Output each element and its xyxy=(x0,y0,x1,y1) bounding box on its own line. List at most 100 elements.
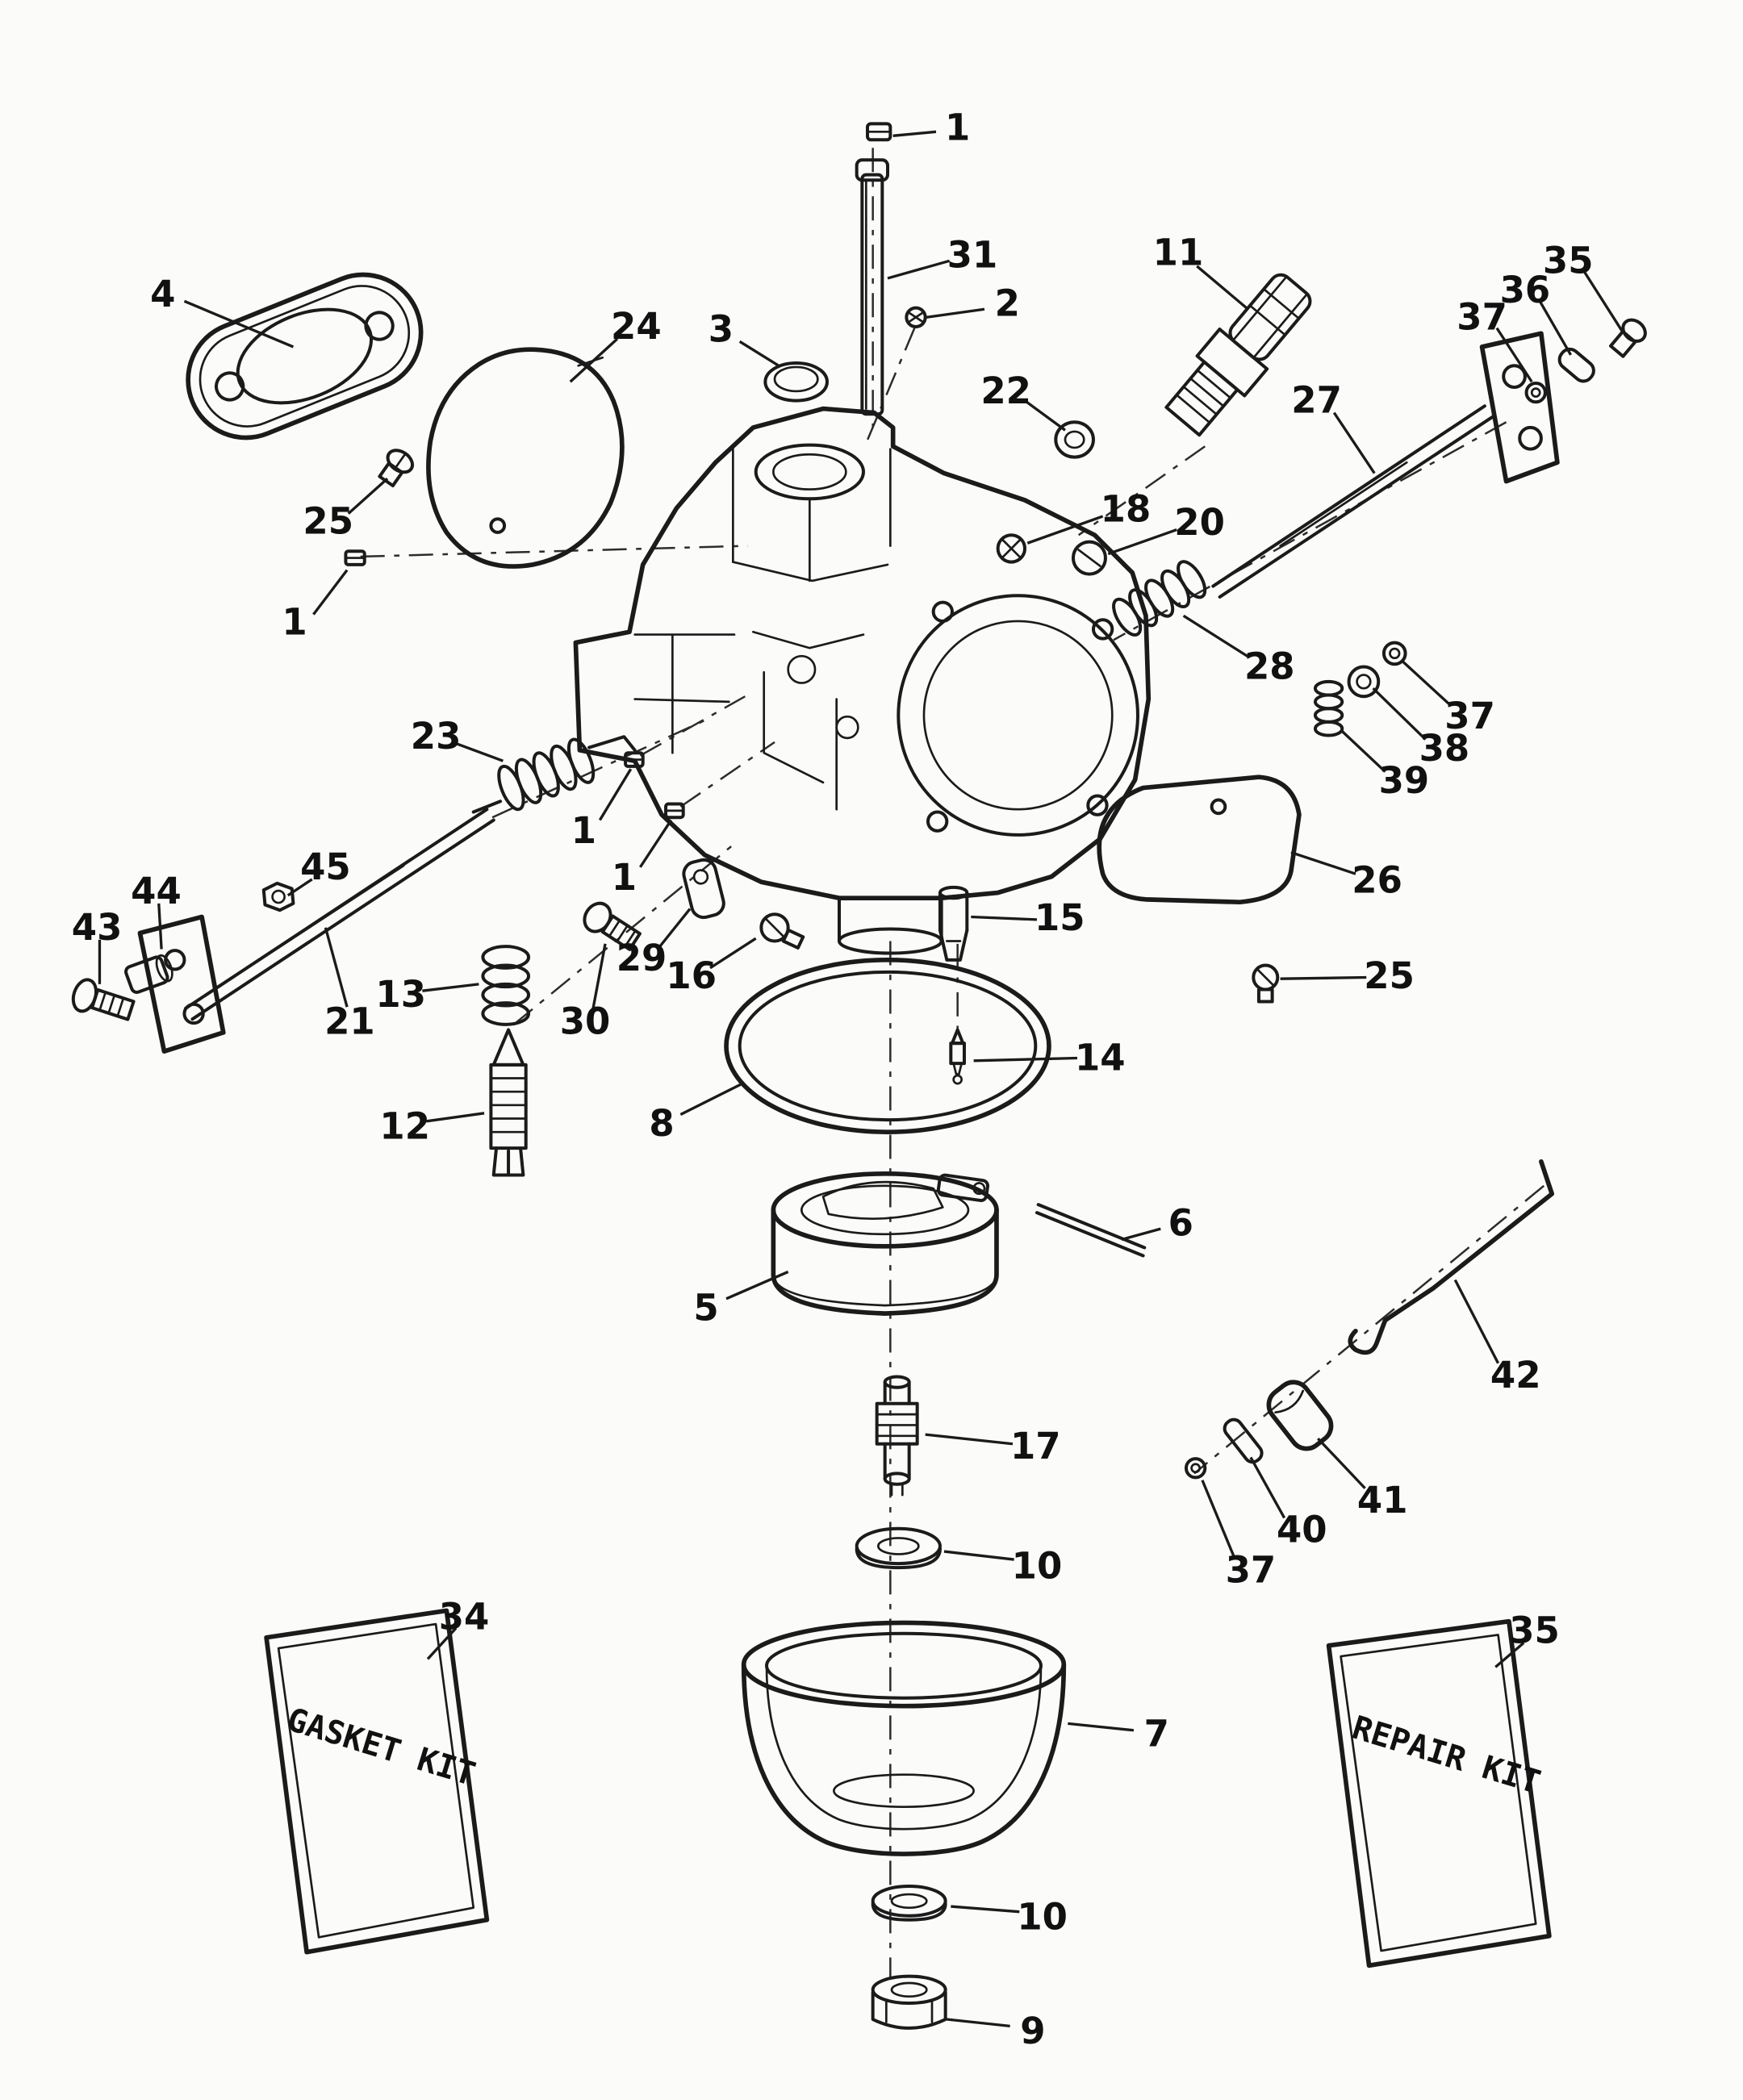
callout-leader-line xyxy=(725,1270,789,1300)
part-number-37: 37 xyxy=(1226,1548,1277,1591)
callout-leader-line xyxy=(1023,399,1066,432)
callout-leader-line xyxy=(426,1112,485,1123)
part-number-29: 29 xyxy=(617,937,667,979)
callout-leader-line xyxy=(1453,1279,1500,1364)
callout-leader-line xyxy=(1249,1456,1286,1519)
part-number-26: 26 xyxy=(1352,859,1402,902)
part-number-23: 23 xyxy=(411,715,462,758)
callout-leader-line xyxy=(1582,270,1624,332)
part-number-14: 14 xyxy=(1075,1036,1126,1079)
callout-leader-line xyxy=(598,768,633,821)
part-17-needle-seat xyxy=(875,1375,919,1497)
callout-leader-line xyxy=(1495,327,1533,383)
callout-leader-line xyxy=(638,819,673,868)
callout-leader-line xyxy=(951,1905,1020,1914)
callout-leader-line xyxy=(1201,1480,1236,1559)
callout-leader-line xyxy=(1290,850,1356,875)
callout-leader-line xyxy=(286,878,313,897)
part-number-35: 35 xyxy=(1509,1609,1560,1651)
part-39-spring xyxy=(1313,679,1344,737)
part-40-pin xyxy=(1223,1417,1264,1464)
part-number-42: 42 xyxy=(1490,1354,1541,1397)
part-number-10: 10 xyxy=(1012,1544,1063,1587)
part-1-nut-b xyxy=(664,802,685,820)
part-number-22: 22 xyxy=(980,369,1031,412)
part-10-washer-upper xyxy=(855,1526,942,1570)
gasket-kit-box: GASKET KIT xyxy=(264,1608,490,1955)
part-number-41: 41 xyxy=(1357,1479,1408,1522)
part-1-top-nut xyxy=(866,122,892,142)
part-number-13: 13 xyxy=(375,973,426,1016)
callout-leader-line xyxy=(1317,1437,1366,1489)
part-14-inlet-needle xyxy=(949,1028,966,1085)
part-number-2: 2 xyxy=(995,282,1020,325)
part-26-side-plate xyxy=(1097,774,1302,905)
callout-leader-line xyxy=(183,299,295,349)
part-number-12: 12 xyxy=(379,1104,430,1147)
callout-leader-line xyxy=(738,340,780,367)
part-number-37: 37 xyxy=(1457,295,1507,338)
part-20-screw xyxy=(1071,540,1107,576)
callout-leader-line xyxy=(426,1626,458,1660)
part-number-25: 25 xyxy=(303,500,353,543)
part-1-nut-a xyxy=(624,751,645,768)
part-38-washer xyxy=(1347,665,1381,699)
part-number-17: 17 xyxy=(1010,1425,1061,1467)
part-number-11: 11 xyxy=(1153,231,1204,273)
callout-leader-line xyxy=(569,337,619,383)
callout-leader-line xyxy=(1196,265,1249,311)
part-11-fuel-fitting xyxy=(1164,273,1312,437)
part-number-43: 43 xyxy=(72,906,123,949)
callout-leader-line xyxy=(1494,1642,1525,1668)
part-number-25: 25 xyxy=(1364,954,1415,997)
callout-leader-line xyxy=(709,937,757,970)
part-number-36: 36 xyxy=(1500,269,1551,311)
callout-leader-line xyxy=(1280,975,1367,980)
part-37-washer-mid xyxy=(1381,641,1407,666)
part-number-27: 27 xyxy=(1291,379,1342,422)
callout-leader-line xyxy=(887,259,951,280)
part-4-gasket xyxy=(186,272,424,440)
part-43-screw xyxy=(71,978,136,1021)
part-number-10: 10 xyxy=(1017,1895,1068,1938)
callout-leaders xyxy=(98,130,1624,2028)
callout-leader-line xyxy=(973,1056,1078,1063)
part-number-4: 4 xyxy=(150,273,175,315)
part-1-nut-left xyxy=(344,549,366,566)
callout-leader-line xyxy=(892,130,937,137)
part-number-37: 37 xyxy=(1444,695,1495,737)
repair-kit-box: REPAIR KIT xyxy=(1326,1618,1552,1968)
part-8-bowl-gasket xyxy=(724,958,1051,1134)
callout-leader-line xyxy=(312,569,349,616)
callout-leader-line xyxy=(1402,660,1452,708)
part-37-washer-bottom xyxy=(1184,1457,1207,1480)
part-3-cap xyxy=(763,361,830,403)
part-12-needle-valve xyxy=(489,1028,528,1177)
part-number-21: 21 xyxy=(324,1000,375,1043)
callout-leader-line xyxy=(925,1433,1014,1446)
part-22-washer xyxy=(1054,420,1095,459)
callout-leader-line xyxy=(947,2018,1010,2028)
part-37-washer-top xyxy=(1524,381,1547,404)
part-number-3: 3 xyxy=(708,307,734,350)
part-25-screw-right xyxy=(1252,963,1280,1004)
part-number-8: 8 xyxy=(649,1102,674,1145)
part-45-nut xyxy=(261,881,295,912)
callout-leader-line xyxy=(679,1082,743,1116)
callout-leader-line xyxy=(971,915,1038,921)
part-24-cover-plate xyxy=(426,347,625,569)
callout-leader-line xyxy=(157,903,163,950)
part-number-20: 20 xyxy=(1174,501,1225,544)
callout-leader-line xyxy=(943,1550,1014,1561)
part-18-screw xyxy=(996,533,1026,564)
part-number-45: 45 xyxy=(300,845,351,888)
part-6-float-pin xyxy=(1035,1203,1147,1258)
part-44-spacer xyxy=(124,954,173,994)
part-number-39: 39 xyxy=(1379,759,1430,802)
part-41-plunger xyxy=(1266,1380,1334,1451)
part-28-spring xyxy=(1112,560,1207,637)
part-7-float-bowl xyxy=(741,1620,1067,1856)
part-number-30: 30 xyxy=(560,1000,611,1043)
repair-kit-label: REPAIR KIT xyxy=(1348,1710,1544,1801)
